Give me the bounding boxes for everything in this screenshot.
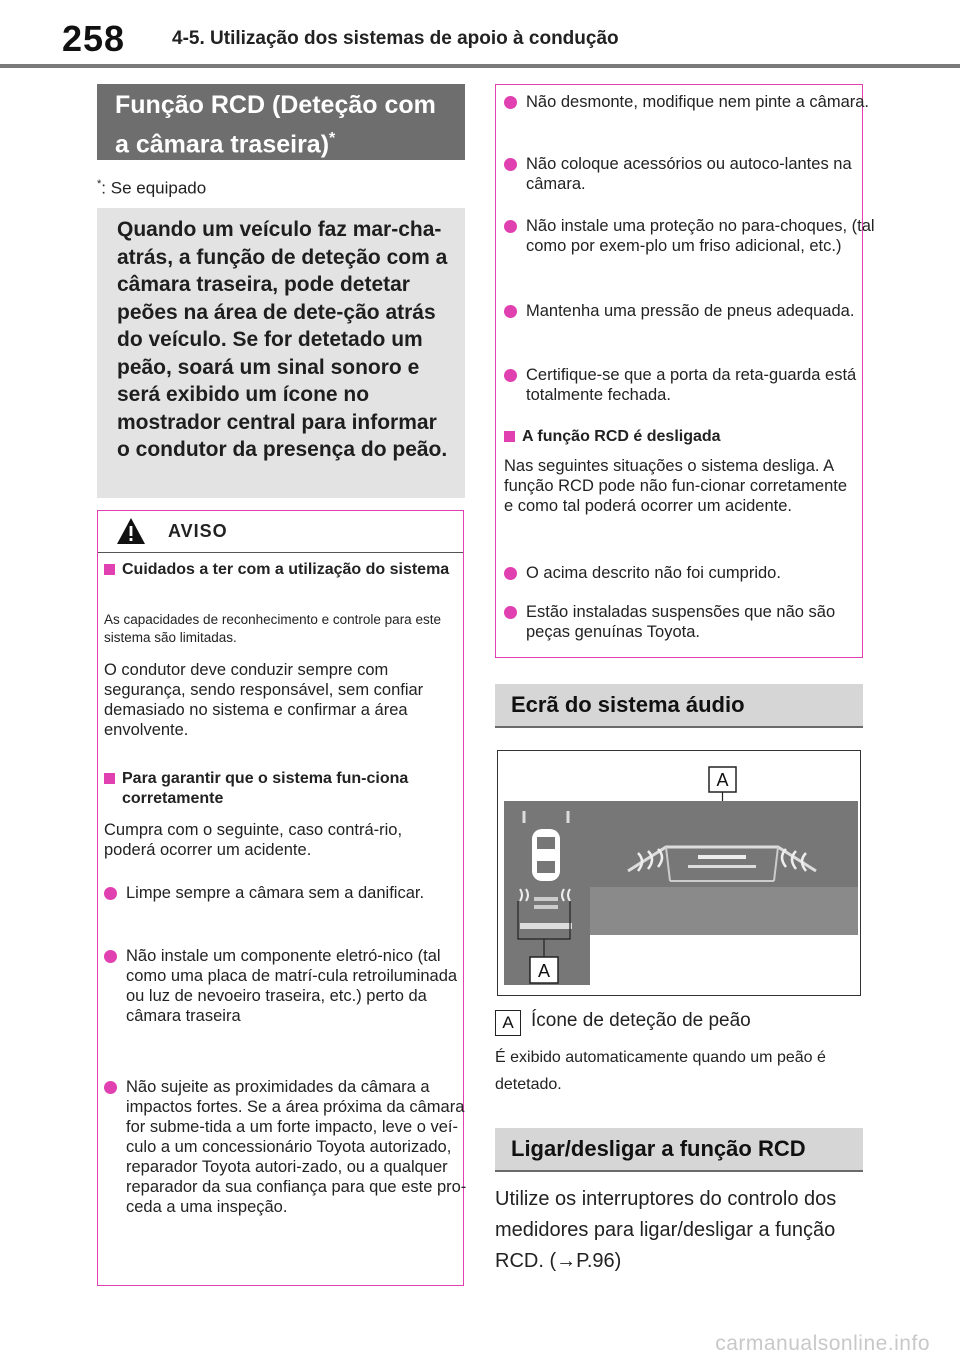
warning-bullet: Mantenha uma pressão de pneus adequada. — [504, 301, 878, 321]
callout-top-label: A — [716, 770, 728, 790]
warning-bullet: Estão instaladas suspensões que não são … — [504, 602, 878, 642]
rcd-off-note: Nas seguintes situações o sistema deslig… — [504, 457, 848, 515]
rcd-title-box: Função RCD (Deteção com a câmara traseir… — [97, 84, 465, 160]
square-bullet-icon — [104, 564, 115, 575]
intro-box: Quando um veículo faz mar-cha-atrás, a f… — [97, 208, 465, 498]
round-bullet-icon — [104, 1081, 117, 1094]
round-bullet-icon — [504, 220, 517, 233]
warning-continued-box: Não desmonte, modifique nem pinte a câma… — [495, 84, 875, 658]
warning-bullet-text: Não sujeite as proximidades da câmara a … — [126, 1078, 467, 1216]
legend-letter-box: A — [495, 1010, 521, 1036]
round-bullet-icon — [504, 369, 517, 382]
warning-bullet-text: Não coloque acessórios ou autoco-lantes … — [526, 155, 852, 193]
round-bullet-icon — [504, 567, 517, 580]
warning-bullet: Não instale um componente eletró-nico (t… — [104, 946, 476, 1026]
callout-bottom-label: A — [538, 961, 550, 981]
warning-heading-function: Para garantir que o sistema fun-ciona co… — [104, 769, 472, 809]
warning-bullet-text: Certifique-se que a porta da reta-guarda… — [526, 366, 857, 404]
warning-header: AVISO — [98, 511, 463, 553]
warning-icon — [117, 518, 145, 544]
toggle-instructions: Utilize os interruptores do controlo dos… — [495, 1188, 837, 1272]
footnote-mark: * — [97, 178, 102, 190]
round-bullet-icon — [504, 158, 517, 171]
warning-bullet-text: Mantenha uma pressão de pneus adequada. — [526, 302, 855, 320]
warning-bullet: O acima descrito não foi cumprido. — [504, 563, 878, 583]
warning-comply-note: Cumpra com o seguinte, caso contrá-rio, … — [104, 821, 403, 859]
warning-bullet-text: Estão instaladas suspensões que não são … — [526, 603, 836, 641]
round-bullet-icon — [104, 950, 117, 963]
audio-section-header: Ecrã do sistema áudio — [495, 684, 863, 728]
warning-bullet: Não instale uma proteção no para-choques… — [504, 216, 878, 256]
round-bullet-icon — [504, 305, 517, 318]
warning-bullet-text: Não instale um componente eletró-nico (t… — [126, 947, 458, 1025]
header-divider — [0, 64, 960, 68]
legend-text: Ícone de deteção de peão — [531, 1010, 751, 1031]
footnote-text: : Se equipado — [101, 178, 207, 198]
toggle-section-header: Ligar/desligar a função RCD — [495, 1128, 863, 1172]
audio-screen-illustration: A A — [497, 750, 861, 996]
warning-bullet: Não desmonte, modifique nem pinte a câma… — [504, 92, 878, 112]
warning-bullet-text: Não instale uma proteção no para-choques… — [526, 217, 875, 255]
rcd-off-heading-text: A função RCD é desligada — [522, 428, 721, 445]
warning-heading-usage-text: Cuidados a ter com a utilização do siste… — [122, 561, 450, 578]
warning-heading-usage: Cuidados a ter com a utilização do siste… — [104, 560, 472, 580]
round-bullet-icon — [504, 96, 517, 109]
warning-bullet-text: Limpe sempre a câmara sem a danificar. — [126, 884, 425, 902]
warning-driver-note: O condutor deve conduzir sempre com segu… — [104, 661, 424, 739]
square-bullet-icon — [504, 431, 515, 442]
warning-label: AVISO — [168, 521, 228, 541]
legend-description: É exibido automaticamente quando um peão… — [495, 1049, 826, 1093]
section-title: 4-5. Utilização dos sistemas de apoio à … — [172, 28, 619, 49]
toggle-section-title: Ligar/desligar a função RCD — [511, 1136, 806, 1161]
rcd-title-text: Função RCD (Deteção com a câmara traseir… — [115, 91, 436, 159]
warning-bullet: Não coloque acessórios ou autoco-lantes … — [504, 154, 878, 194]
warning-bullet: Limpe sempre a câmara sem a danificar. — [104, 883, 476, 903]
warning-bullet-text: O acima descrito não foi cumprido. — [526, 564, 781, 582]
rcd-title: Função RCD (Deteção com a câmara traseir… — [115, 88, 455, 161]
warning-limitations: As capacidades de reconhecimento e contr… — [104, 612, 441, 645]
rcd-title-mark: * — [329, 130, 336, 147]
intro-text: Quando um veículo faz mar-cha-atrás, a f… — [117, 218, 448, 461]
round-bullet-icon — [504, 606, 517, 619]
square-bullet-icon — [104, 773, 115, 784]
warning-bullet: Não sujeite as proximidades da câmara a … — [104, 1077, 476, 1217]
rear-camera-display-icon: A A — [504, 766, 858, 985]
warning-box: AVISO Cuidados a ter com a utilização do… — [97, 510, 466, 1286]
warning-heading-function-text: Para garantir que o sistema fun-ciona co… — [122, 770, 409, 807]
warning-bullet: Certifique-se que a porta da reta-guarda… — [504, 365, 878, 405]
page-number: 258 — [62, 18, 126, 59]
warning-bullet-text: Não desmonte, modifique nem pinte a câma… — [526, 93, 870, 111]
footnote: *: Se equipado — [97, 178, 206, 199]
round-bullet-icon — [104, 887, 117, 900]
watermark: carmanualsonline.info — [715, 1332, 930, 1355]
audio-section-title: Ecrã do sistema áudio — [511, 692, 745, 717]
rcd-off-heading: A função RCD é desligada — [504, 427, 874, 447]
